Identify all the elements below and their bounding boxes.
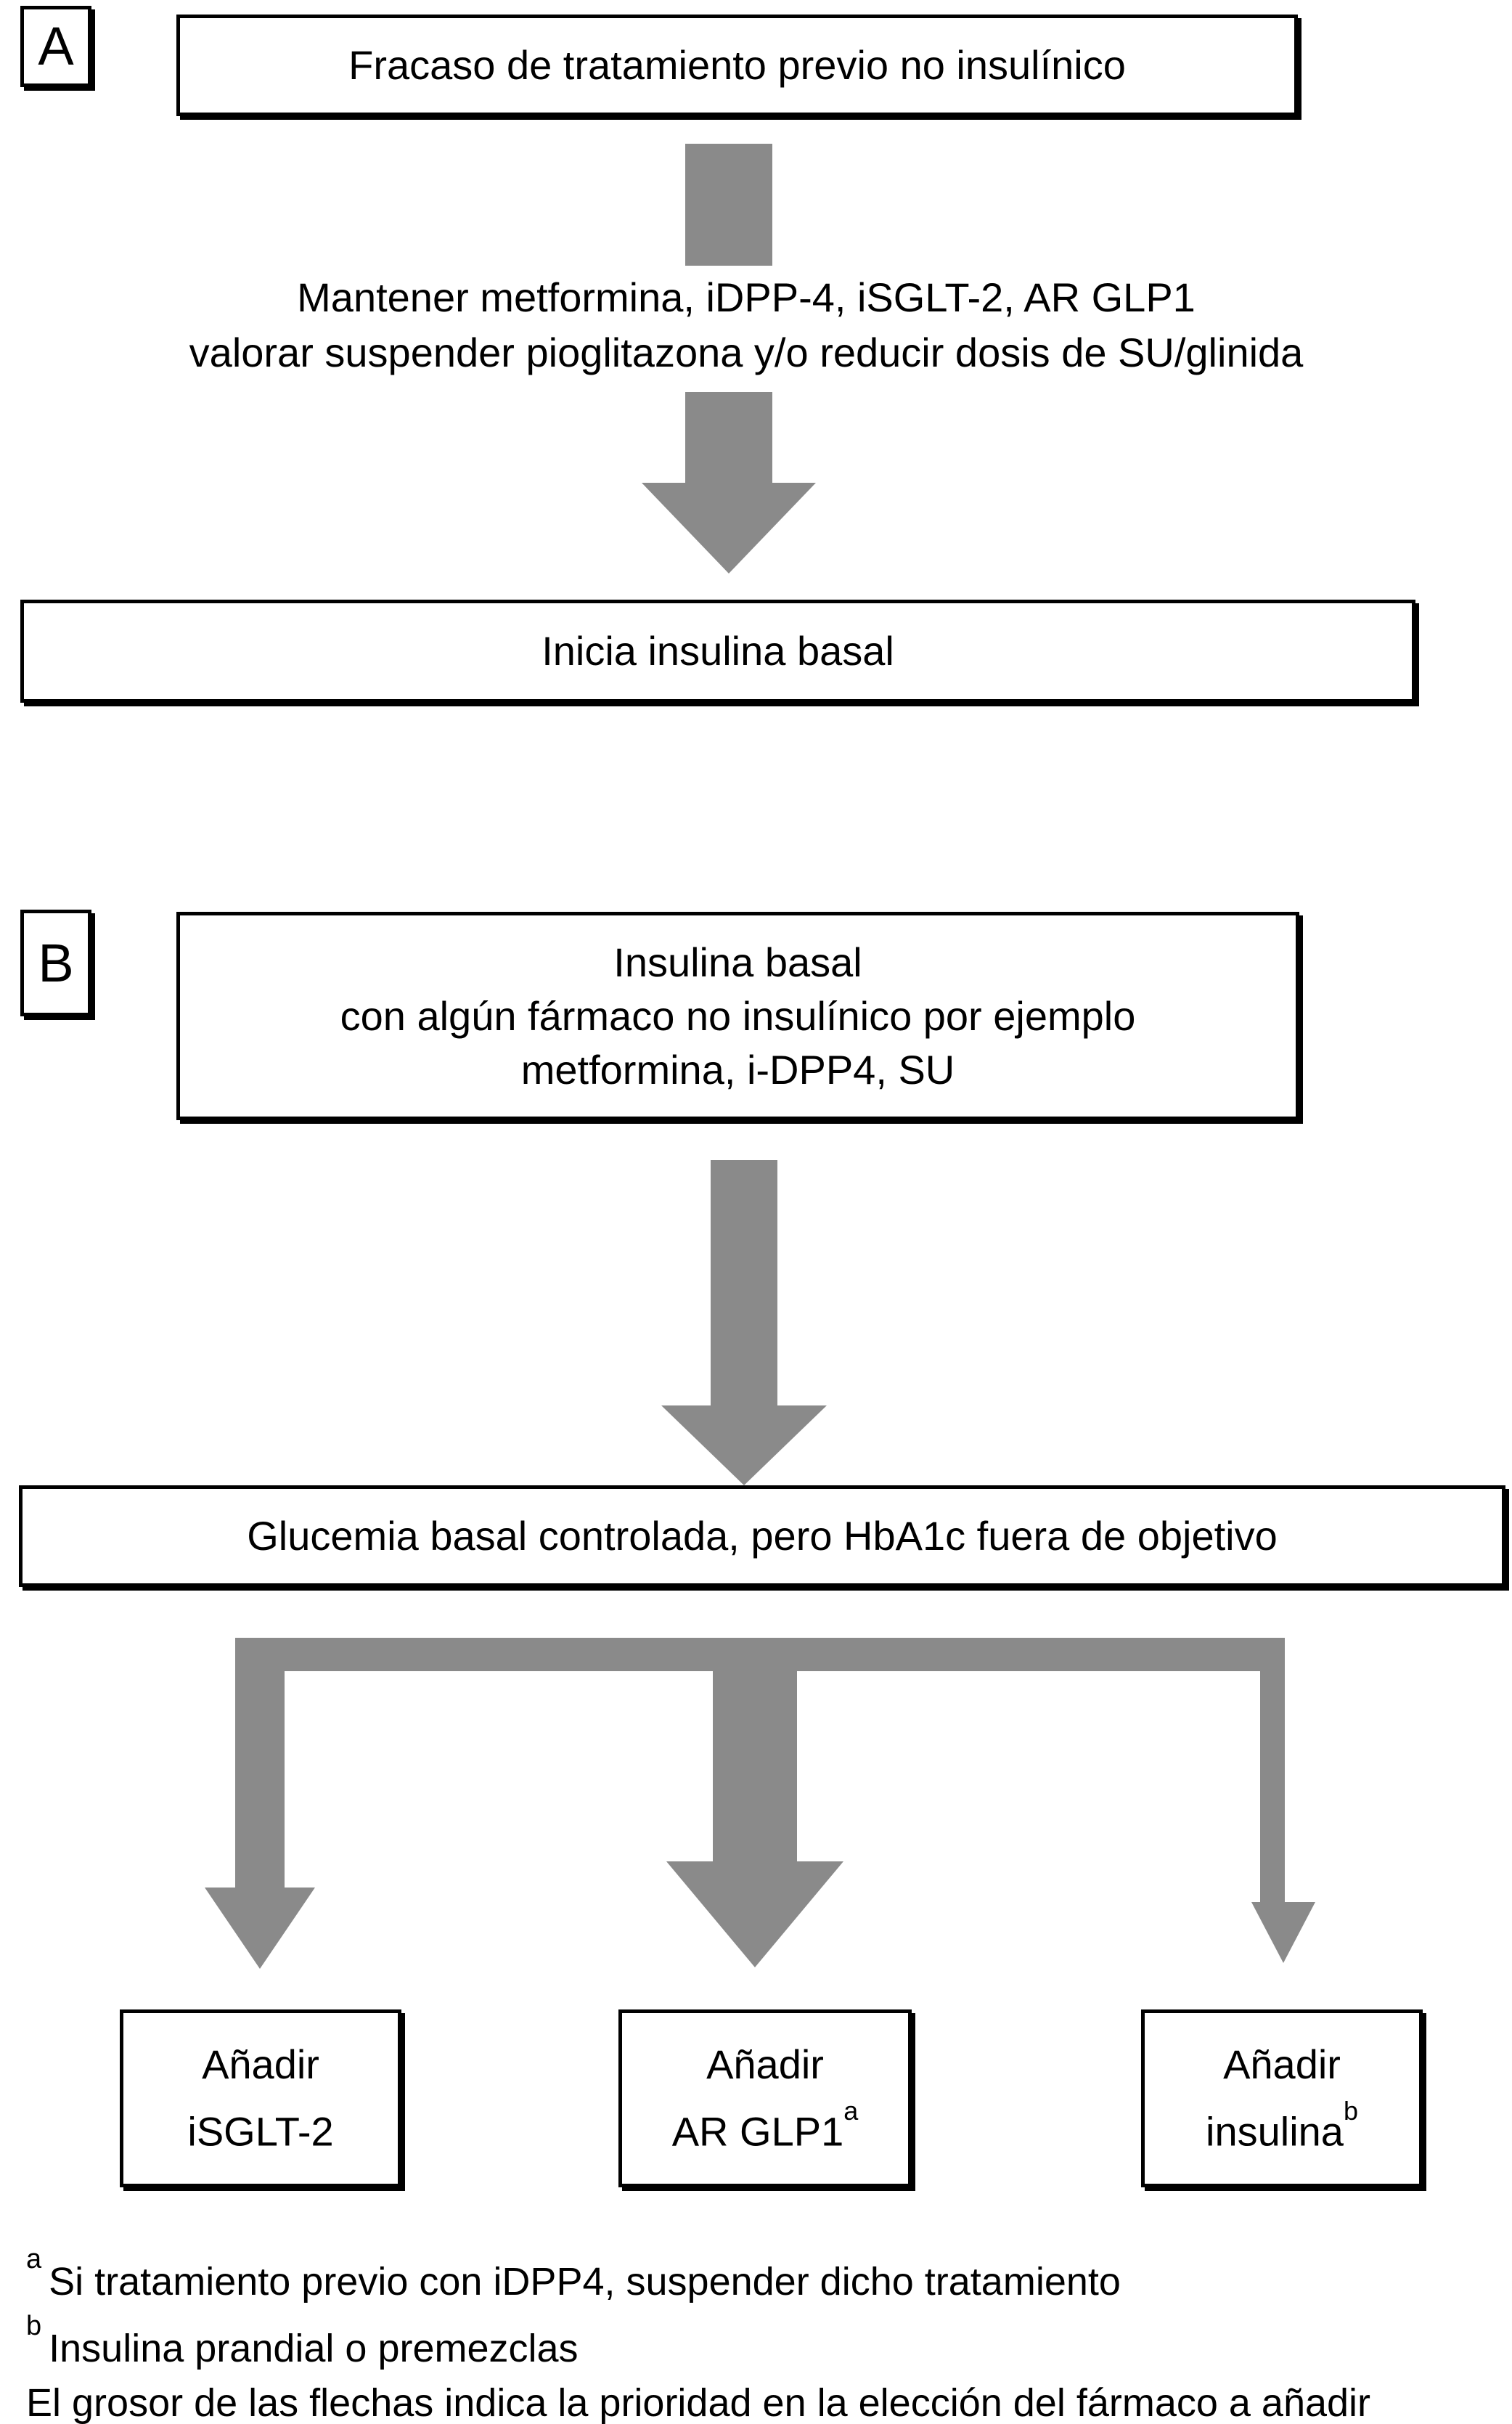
fracaso-box-text: Fracaso de tratamiento previo no insulín… <box>348 42 1126 88</box>
footnote-priority: El grosor de las flechas indica la prior… <box>26 2381 1370 2424</box>
footnote-a: aSi tratamiento previo con iDPP4, suspen… <box>26 2244 1121 2303</box>
footnote-priority-text: El grosor de las flechas indica la prior… <box>26 2381 1371 2424</box>
right-branch-arrowhead-icon <box>1251 1902 1315 1963</box>
left-branch-shaft <box>235 1638 285 1888</box>
insulina-basal-line3: metformina, i-DPP4, SU <box>520 1046 955 1093</box>
mantener-line1: Mantener metformina, iDPP-4, iSGLT-2, AR… <box>297 274 1196 320</box>
option3-superscript: b <box>1343 2096 1358 2126</box>
down-arrow-icon <box>661 1160 827 1485</box>
insulina-basal-line1: Insulina basal <box>613 939 862 985</box>
option2-line2: AR GLP1a <box>672 2094 859 2161</box>
footnote-b-marker: b <box>26 2311 42 2341</box>
panel-a-label: A <box>20 6 91 87</box>
insulina-basal-line2: con algún fármaco no insulínico por ejem… <box>340 992 1136 1039</box>
option-box-isglt2: Añadir iSGLT-2 <box>120 2009 401 2187</box>
option1-line1: Añadir <box>202 2041 319 2088</box>
panel-a-label-text: A <box>38 16 74 76</box>
fracaso-box: Fracaso de tratamiento previo no insulín… <box>176 15 1298 116</box>
mantener-line2: valorar suspender pioglitazona y/o reduc… <box>189 330 1304 375</box>
insulina-basal-box: Insulina basal con algún fármaco no insu… <box>176 912 1299 1120</box>
right-branch-shaft <box>1260 1638 1285 1902</box>
middle-branch-shaft <box>713 1638 797 1861</box>
inicia-box: Inicia insulina basal <box>20 600 1415 703</box>
glucemia-box-text: Glucemia basal controlada, pero HbA1c fu… <box>247 1513 1278 1559</box>
option3-line1: Añadir <box>1223 2041 1341 2088</box>
left-branch-arrowhead-icon <box>205 1888 315 1969</box>
option1-drug: iSGLT-2 <box>187 2108 334 2155</box>
mantener-text: Mantener metformina, iDPP-4, iSGLT-2, AR… <box>73 270 1420 380</box>
option3-line2: insulinab <box>1206 2094 1358 2161</box>
option2-drug: AR GLP1 <box>671 2108 844 2155</box>
panel-b-label: B <box>20 910 91 1016</box>
panel-b-label-text: B <box>38 932 74 993</box>
option2-line1: Añadir <box>706 2041 824 2088</box>
option2-superscript: a <box>843 2096 859 2126</box>
connector-rect <box>685 144 772 266</box>
option-box-arglp1: Añadir AR GLP1a <box>618 2009 912 2187</box>
middle-branch-arrowhead-icon <box>666 1861 843 1967</box>
footnote-a-marker: a <box>26 2244 42 2274</box>
footnote-a-text: Si tratamiento previo con iDPP4, suspend… <box>49 2260 1121 2303</box>
option-box-insulina: Añadir insulinab <box>1141 2009 1423 2187</box>
footnote-b: bInsulina prandial o premezclas <box>26 2311 579 2370</box>
down-arrow-icon <box>642 392 816 574</box>
footnote-b-text: Insulina prandial o premezclas <box>49 2327 579 2370</box>
glucemia-box: Glucemia basal controlada, pero HbA1c fu… <box>19 1485 1505 1587</box>
inicia-box-text: Inicia insulina basal <box>542 628 894 674</box>
option1-line2: iSGLT-2 <box>187 2094 333 2161</box>
option3-drug: insulina <box>1206 2108 1344 2155</box>
